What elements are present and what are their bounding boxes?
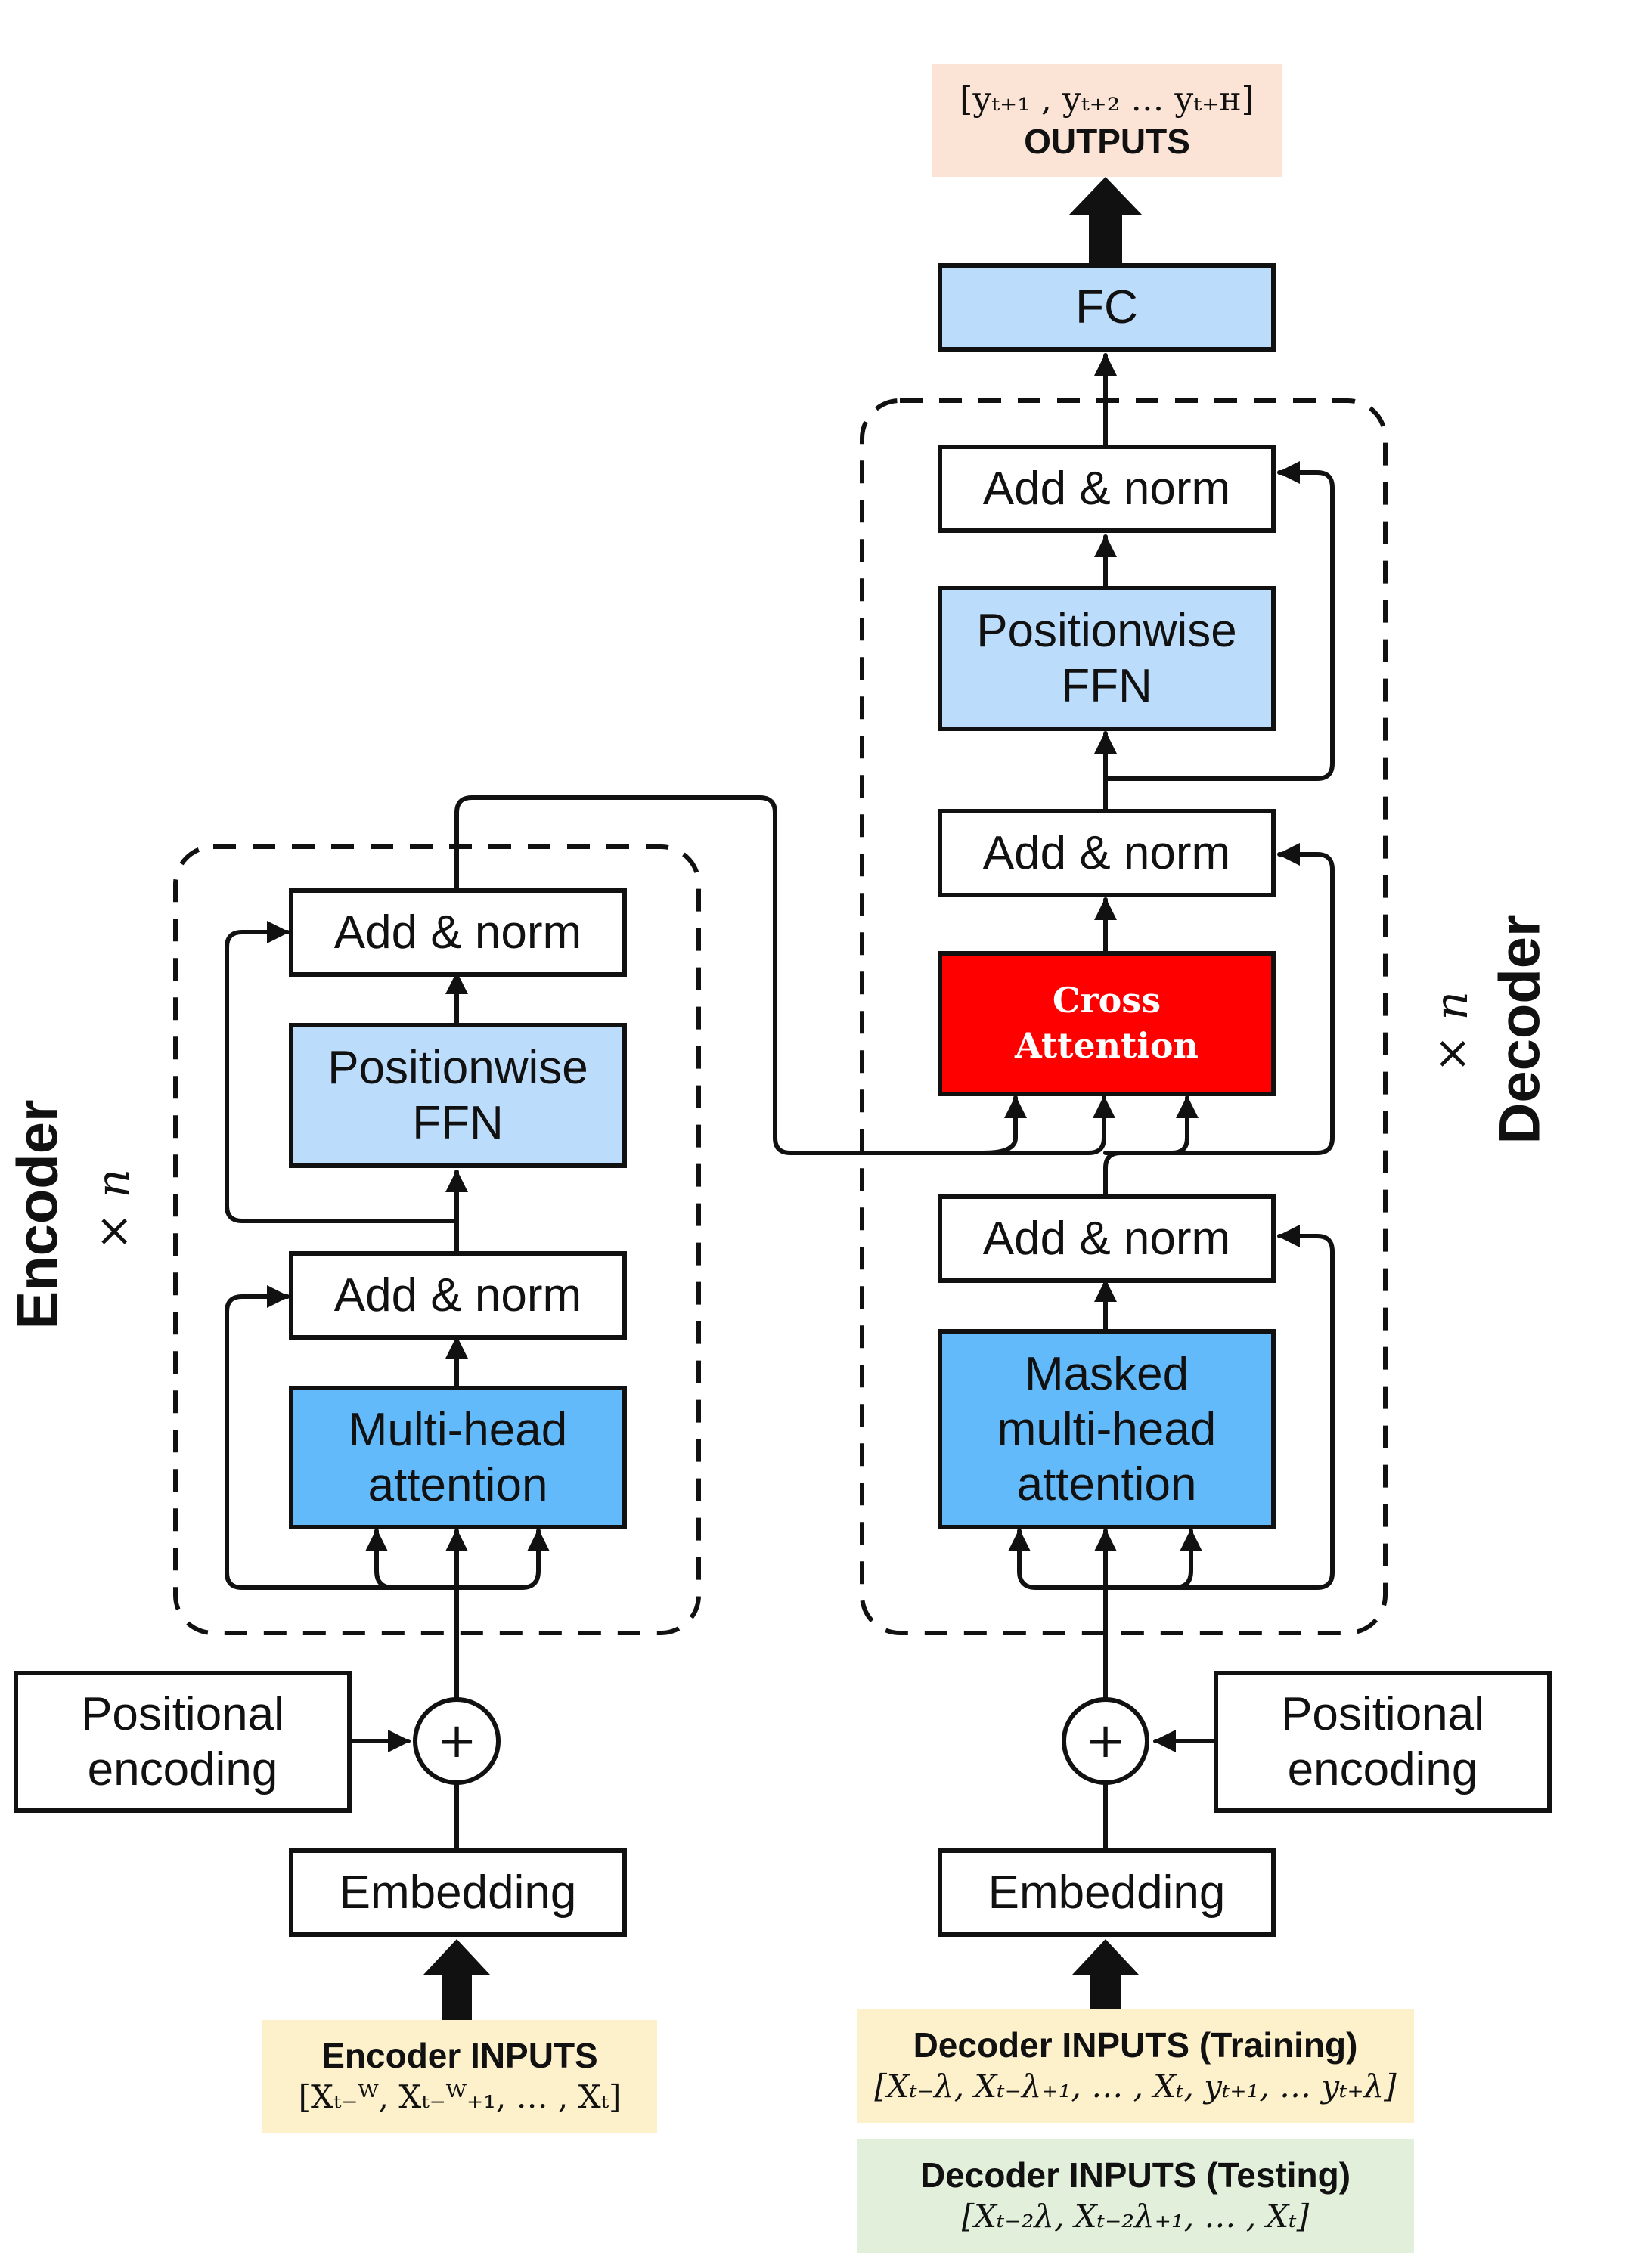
decoder-inputs-testing-panel: Decoder INPUTS (Testing) [Xₜ₋₂λ, Xₜ₋₂λ₊₁…	[857, 2139, 1414, 2253]
encoder-inputs-formula: [Xₜ₋ᵂ, Xₜ₋ᵂ₊₁, … , Xₜ]	[298, 2078, 622, 2116]
decoder-embedding-label: Embedding	[988, 1866, 1226, 1919]
decoder-add-norm-low-label: Add & norm	[982, 1212, 1231, 1265]
decoder-add-norm-mid-box: Add & norm	[938, 809, 1276, 897]
decoder-add-norm-mid-label: Add & norm	[982, 826, 1231, 879]
fc-layer-box: FC	[938, 263, 1276, 352]
encoder-add-norm-low-label: Add & norm	[333, 1269, 582, 1321]
encoder-positional-encoding-box: Positional encoding	[14, 1671, 352, 1813]
cross-attention-line2: Attention	[1015, 1025, 1199, 1066]
decoder-label: Decoder	[1487, 914, 1552, 1145]
encoder-residual-2	[225, 921, 459, 1223]
encoder-block-outline	[173, 844, 701, 1635]
decoder-inputs-testing-title: Decoder INPUTS (Testing)	[919, 2155, 1351, 2195]
masked-mha-box: Masked multi-head attention	[938, 1329, 1276, 1529]
decoder-ffn-box: Positionwise FFN	[938, 586, 1276, 731]
encoder-mha-line1: Multi-head	[348, 1403, 568, 1456]
encoder-inputs-panel: Encoder INPUTS [Xₜ₋ᵂ, Xₜ₋ᵂ₊₁, … , Xₜ]	[262, 2020, 657, 2133]
encoder-add-circle: +	[413, 1697, 501, 1785]
decoder-masked-fork-right	[1103, 1529, 1202, 1590]
decoder-ffn-line2: FFN	[1061, 660, 1152, 712]
masked-mha-line2: multi-head	[997, 1402, 1217, 1455]
decoder-residual-3	[1103, 461, 1335, 781]
masked-mha-line3: attention	[1016, 1458, 1197, 1511]
encoder-add-norm-low-box: Add & norm	[289, 1251, 627, 1340]
decoder-repeat-label: × n	[1425, 991, 1478, 1073]
encoder-positional-line1: Positional	[81, 1687, 284, 1740]
decoder-inputs-training-panel: Decoder INPUTS (Training) [Xₜ₋λ, Xₜ₋λ₊₁,…	[857, 2009, 1414, 2123]
encoder-ffn-line1: Positionwise	[327, 1041, 588, 1094]
decoder-add-norm-low-box: Add & norm	[938, 1194, 1276, 1283]
decoder-inputs-training-title: Decoder INPUTS (Training)	[913, 2025, 1358, 2065]
fc-to-outputs-thick-arrow	[1068, 177, 1143, 263]
encoder-embedding-label: Embedding	[339, 1866, 577, 1919]
masked-mha-line1: Masked	[1024, 1347, 1189, 1400]
fc-layer-label: FC	[1075, 280, 1138, 333]
encoder-repeat-label: × n	[87, 1169, 140, 1250]
decoder-positional-encoding-box: Positional encoding	[1214, 1671, 1552, 1813]
encoder-add-norm-top-label: Add & norm	[333, 906, 582, 959]
cross-value-input-arrow	[981, 1095, 1115, 1155]
decoder-add-circle: +	[1062, 1697, 1149, 1785]
decoder-residual-2	[1103, 843, 1335, 1155]
encoder-add-norm-top-box: Add & norm	[289, 888, 627, 977]
decoder-residual-1	[1103, 1225, 1335, 1590]
decoder-add-norm-top-box: Add & norm	[938, 445, 1276, 533]
encoder-inputs-title: Encoder INPUTS	[321, 2036, 598, 2076]
outputs-panel: [yₜ₊₁ , yₜ₊₂ … yₜ₊ʜ] OUTPUTS	[932, 64, 1282, 177]
decoder-addnorm-to-cross-query-arrow	[1103, 1095, 1199, 1197]
decoder-add-norm-top-label: Add & norm	[982, 462, 1231, 515]
decoder-block-outline	[860, 398, 1388, 1635]
cross-attention-line1: Cross	[1052, 980, 1161, 1021]
encoder-mha-box: Multi-head attention	[289, 1386, 627, 1529]
encoder-mha-fork-left	[365, 1529, 459, 1590]
decoder-inputs-testing-formula: [Xₜ₋₂λ, Xₜ₋₂λ₊₁, … , Xₜ]	[961, 2198, 1310, 2235]
decoder-inputs-thick-arrow	[1072, 1939, 1139, 2009]
encoder-plus-sign: +	[436, 1713, 477, 1769]
encoder-positional-line2: encoding	[87, 1743, 278, 1796]
cross-attention-box: Cross Attention	[938, 951, 1276, 1096]
outputs-title: OUTPUTS	[1024, 122, 1190, 161]
encoder-mha-line2: attention	[367, 1459, 548, 1511]
encoder-mha-fork-right	[454, 1529, 550, 1590]
encoder-residual-1	[225, 1285, 459, 1590]
decoder-positional-line2: encoding	[1287, 1743, 1478, 1796]
encoder-inputs-thick-arrow	[423, 1939, 490, 2020]
decoder-inputs-training-formula: [Xₜ₋λ, Xₜ₋λ₊₁, … , Xₜ, yₜ₊₁, … yₜ₊λ]	[874, 2068, 1397, 2105]
encoder-output-to-cross-line	[454, 795, 985, 1155]
encoder-ffn-box: Positionwise FFN	[289, 1023, 627, 1168]
encoder-embedding-box: Embedding	[289, 1848, 627, 1937]
decoder-plus-sign: +	[1085, 1713, 1126, 1769]
cross-key-input-arrow	[981, 1095, 1027, 1155]
encoder-label: Encoder	[5, 1099, 70, 1330]
decoder-masked-fork-left	[1008, 1529, 1108, 1590]
outputs-formula: [yₜ₊₁ , yₜ₊₂ … yₜ₊ʜ]	[960, 79, 1254, 119]
encoder-ffn-line2: FFN	[412, 1097, 504, 1149]
decoder-positional-line1: Positional	[1281, 1687, 1484, 1740]
decoder-ffn-line1: Positionwise	[976, 604, 1237, 657]
decoder-embedding-box: Embedding	[938, 1848, 1276, 1937]
